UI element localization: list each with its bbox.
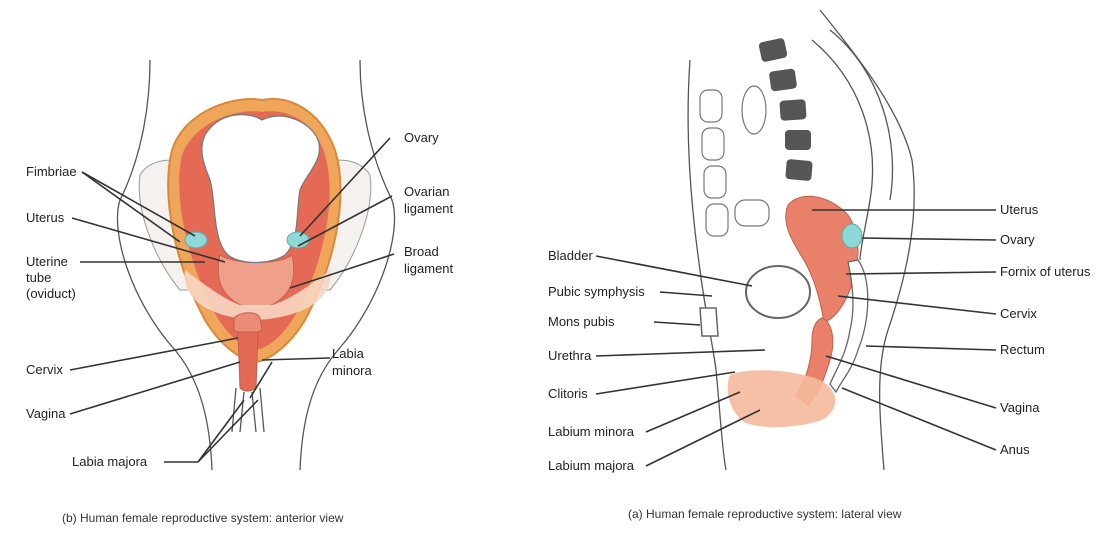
lateral-view: Bladder Pubic symphysis Mons pubis Ureth… <box>548 10 1091 521</box>
label-labium-majora: Labium majora <box>548 458 635 473</box>
anterior-vagina <box>238 332 258 391</box>
label-labia-majora: Labia majora <box>72 454 148 469</box>
label-pubic-symphysis: Pubic symphysis <box>548 284 645 299</box>
label-anus: Anus <box>1000 442 1030 457</box>
label-broad-ligament-2: ligament <box>404 261 454 276</box>
label-clitoris: Clitoris <box>548 386 588 401</box>
label-ovary-anterior: Ovary <box>404 130 439 145</box>
label-rectum: Rectum <box>1000 342 1045 357</box>
lateral-pubic-bone <box>700 308 718 336</box>
label-uterine-tube-3: (oviduct) <box>26 286 76 301</box>
label-cervix-anterior: Cervix <box>26 362 63 377</box>
label-vagina-lateral: Vagina <box>1000 400 1040 415</box>
label-broad-ligament-1: Broad <box>404 244 439 259</box>
lateral-intestines <box>700 86 769 236</box>
label-bladder: Bladder <box>548 248 593 263</box>
label-mons-pubis: Mons pubis <box>548 314 615 329</box>
label-ovarian-ligament-1: Ovarian <box>404 184 450 199</box>
label-uterus-anterior: Uterus <box>26 210 65 225</box>
label-uterine-tube-2: tube <box>26 270 51 285</box>
lateral-bladder <box>746 266 810 318</box>
lateral-ovary <box>842 224 862 248</box>
label-uterus-lateral: Uterus <box>1000 202 1039 217</box>
label-ovarian-ligament-2: ligament <box>404 201 454 216</box>
label-labium-minora: Labium minora <box>548 424 635 439</box>
label-fornix: Fornix of uterus <box>1000 264 1091 279</box>
label-fimbriae: Fimbriae <box>26 164 77 179</box>
caption-lateral: (a) Human female reproductive system: la… <box>628 507 902 521</box>
label-uterine-tube-1: Uterine <box>26 254 68 269</box>
label-ovary-lateral: Ovary <box>1000 232 1035 247</box>
anterior-view: Fimbriae Uterus Uterine tube (oviduct) C… <box>26 60 454 525</box>
label-urethra: Urethra <box>548 348 592 363</box>
anterior-cervix <box>234 313 262 334</box>
label-labia-minora-1: Labia <box>332 346 365 361</box>
lateral-leader-lines <box>596 210 996 466</box>
anterior-ovary-left <box>185 232 207 248</box>
label-labia-minora-2: minora <box>332 363 373 378</box>
label-cervix-lateral: Cervix <box>1000 306 1037 321</box>
caption-anterior: (b) Human female reproductive system: an… <box>62 511 344 525</box>
label-vagina-anterior: Vagina <box>26 406 66 421</box>
